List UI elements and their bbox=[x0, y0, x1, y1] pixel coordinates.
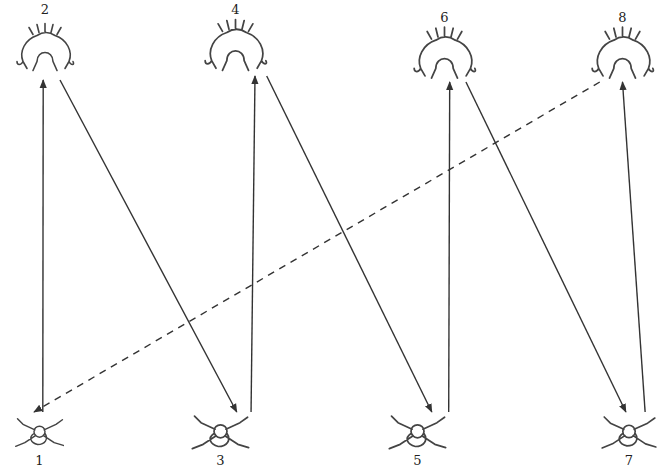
sequence-arrow bbox=[60, 80, 237, 412]
figure-sketch bbox=[16, 419, 64, 447]
sequence-arrow bbox=[42, 80, 44, 412]
sequence-arrow bbox=[34, 82, 600, 412]
figure-sketch bbox=[602, 417, 656, 448]
figure-top-view bbox=[590, 25, 655, 81]
callout-number: 7 bbox=[623, 453, 635, 468]
callout-number: 5 bbox=[411, 453, 423, 468]
callout-number: 2 bbox=[39, 2, 51, 17]
figure-sprawled bbox=[188, 414, 253, 453]
callout-number: 1 bbox=[33, 453, 45, 468]
figure-node: 5 bbox=[385, 414, 450, 468]
figure-node: 1 bbox=[12, 414, 67, 468]
figure-sprawled bbox=[598, 414, 660, 453]
figure-top-view bbox=[15, 17, 75, 78]
sequence-arrow bbox=[449, 82, 450, 412]
callout-number: 3 bbox=[214, 453, 226, 468]
figure-sketch bbox=[192, 416, 248, 449]
figure-sketch bbox=[17, 24, 74, 71]
figure-sprawled bbox=[385, 414, 450, 453]
figure-sketch bbox=[592, 27, 653, 78]
callout-number: 4 bbox=[229, 2, 241, 17]
figure-node: 3 bbox=[188, 414, 253, 468]
figure-sprawled bbox=[12, 414, 67, 453]
sequence-arrow bbox=[267, 76, 432, 412]
sequence-arrow bbox=[623, 82, 646, 412]
figure-node: 6 bbox=[412, 10, 477, 80]
callout-number: 6 bbox=[438, 10, 450, 25]
figure-sketch bbox=[389, 416, 445, 449]
callout-number: 8 bbox=[616, 10, 628, 25]
figure-top-view bbox=[203, 17, 268, 74]
sequence-arrow bbox=[466, 82, 626, 412]
figure-node: 2 bbox=[15, 2, 75, 78]
figure-node: 7 bbox=[598, 414, 660, 468]
sequence-arrow bbox=[251, 76, 255, 412]
figure-node: 4 bbox=[203, 2, 268, 74]
figure-sketch bbox=[414, 27, 475, 78]
figure-top-view bbox=[412, 25, 477, 81]
figure-node: 8 bbox=[590, 10, 655, 80]
figure-sketch bbox=[205, 20, 266, 71]
